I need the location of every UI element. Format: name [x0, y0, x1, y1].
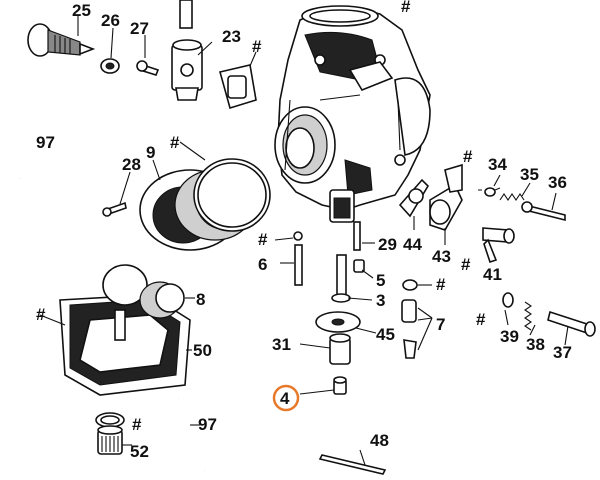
part-48-needle[interactable] [318, 449, 387, 475]
label-hash-39: # [476, 310, 486, 329]
label-43: 43 [432, 247, 451, 266]
part-4-main-jet[interactable] [299, 376, 347, 395]
part-23-cable-adjuster-housing[interactable] [171, 0, 213, 101]
part-41-screw[interactable] [482, 227, 515, 264]
label-hash-9: # [170, 133, 180, 152]
label-28: 28 [122, 155, 141, 174]
label-26: 26 [101, 11, 120, 30]
label-hash-7: # [436, 275, 446, 294]
part-37-air-screw[interactable] [547, 310, 596, 346]
label-44: 44 [403, 235, 422, 254]
label-hash-23: # [252, 37, 262, 56]
label-39: 39 [500, 327, 519, 346]
label-35: 35 [520, 165, 539, 184]
part-27-screw[interactable] [136, 35, 160, 76]
label-23: 23 [222, 27, 241, 46]
part-hash-ring-9[interactable] [179, 141, 271, 232]
part-38-spring[interactable] [524, 301, 536, 336]
label-6: 6 [258, 255, 267, 274]
label-50: 50 [193, 341, 212, 360]
label-hash-top: # [401, 0, 411, 16]
highlight-circle-4[interactable] [272, 384, 300, 412]
label-38: 38 [526, 335, 545, 354]
label-97-top: 97 [36, 133, 55, 152]
part-35-spring[interactable] [499, 182, 531, 201]
label-25: 25 [72, 1, 91, 20]
part-hash-gasket[interactable] [219, 51, 257, 110]
part-34-washer-spring[interactable] [478, 174, 501, 197]
label-34: 34 [488, 155, 507, 174]
label-45: 45 [376, 325, 395, 344]
part-50-float-bowl[interactable] [39, 294, 192, 396]
label-hash-34: # [463, 147, 473, 166]
label-97-bottom: 97 [198, 415, 217, 434]
label-29: 29 [378, 235, 397, 254]
part-3-needle-jet[interactable] [331, 254, 373, 303]
part-44-float-needle[interactable] [398, 178, 430, 230]
carburetor-body[interactable] [274, 5, 431, 223]
part-29-needle[interactable] [353, 221, 375, 251]
label-52: 52 [130, 442, 149, 461]
part-7-pilot-jet-set[interactable] [401, 279, 433, 359]
label-4: 4 [280, 389, 290, 408]
label-3: 3 [376, 291, 385, 310]
part-39-washer[interactable] [502, 292, 514, 326]
label-hash-50: # [36, 305, 46, 324]
label-31: 31 [272, 335, 291, 354]
part-36-choke-plunger[interactable] [521, 192, 566, 222]
label-41: 41 [483, 265, 502, 284]
part-26-nut[interactable] [100, 27, 120, 74]
part-6-jet-needle[interactable] [274, 231, 303, 286]
part-97-vent-hose[interactable] [19, 128, 121, 180]
part-45-washer[interactable] [315, 311, 377, 334]
label-hash-43: # [461, 255, 471, 274]
label-7: 7 [436, 315, 445, 334]
label-36: 36 [548, 173, 567, 192]
label-hash-6: # [258, 230, 268, 249]
part-97-drain-hose[interactable] [176, 399, 207, 471]
label-8: 8 [196, 290, 205, 309]
label-27: 27 [130, 19, 149, 38]
part-43-choke-housing[interactable] [429, 163, 463, 245]
part-28-screw[interactable] [102, 171, 131, 217]
label-hash-52: # [132, 415, 142, 434]
part-5-jet[interactable] [353, 259, 374, 279]
label-37: 37 [553, 343, 572, 362]
label-48: 48 [370, 431, 389, 450]
part-25-adjust-screw[interactable] [27, 15, 96, 57]
label-5: 5 [376, 271, 385, 290]
part-8-float[interactable] [102, 264, 195, 319]
part-52-drain-plug[interactable] [95, 412, 132, 455]
part-31-main-jet-holder[interactable] [299, 333, 351, 365]
label-9: 9 [146, 143, 155, 162]
